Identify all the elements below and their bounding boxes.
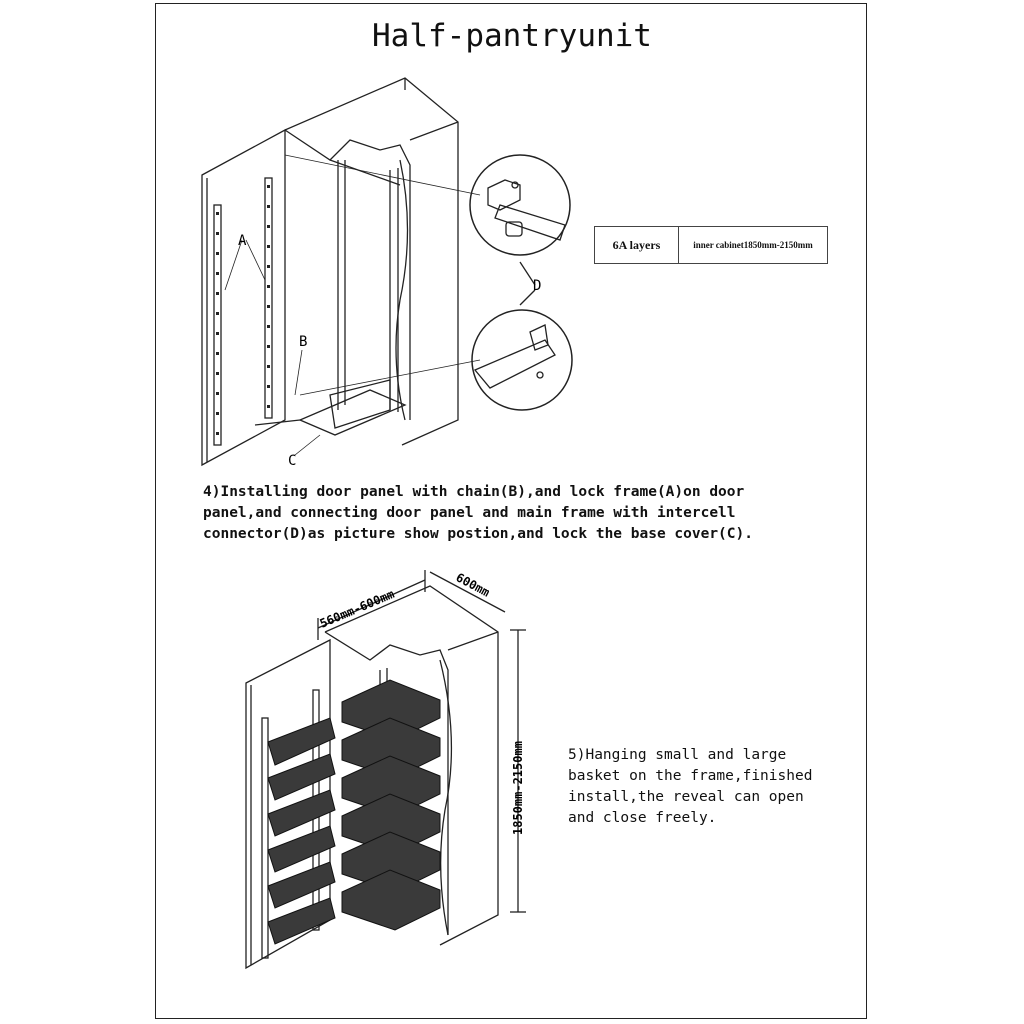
spec-size: inner cabinet1850mm-2150mm [693, 240, 813, 250]
spec-table: 6A layers inner cabinet1850mm-2150mm [594, 226, 828, 264]
step-5-line: basket on the frame,finished [568, 768, 813, 784]
label-d: D [533, 278, 541, 294]
page-title: Half-pantryunit [372, 18, 652, 54]
dimension-width: 560mm-600mm [318, 587, 397, 631]
dimension-height: 1850mm-2150mm [511, 741, 525, 835]
step-4-line: 4)Installing door panel with chain(B),an… [203, 484, 745, 500]
step-5-line: 5)Hanging small and large [568, 747, 787, 763]
drawing-sheet-border [155, 3, 867, 1019]
label-c: C [288, 453, 296, 469]
step-5-text: 5)Hanging small and large basket on the … [568, 745, 848, 829]
step-4-text: 4)Installing door panel with chain(B),an… [203, 482, 803, 545]
step-5-line: install,the reveal can open [568, 789, 804, 805]
step-5-line: and close freely. [568, 810, 717, 826]
spec-layers: 6A layers [595, 227, 679, 263]
step-4-line: connector(D)as picture show postion,and … [203, 526, 753, 542]
label-b: B [299, 334, 307, 350]
label-a: A [238, 233, 247, 249]
step-4-line: panel,and connecting door panel and main… [203, 505, 736, 521]
